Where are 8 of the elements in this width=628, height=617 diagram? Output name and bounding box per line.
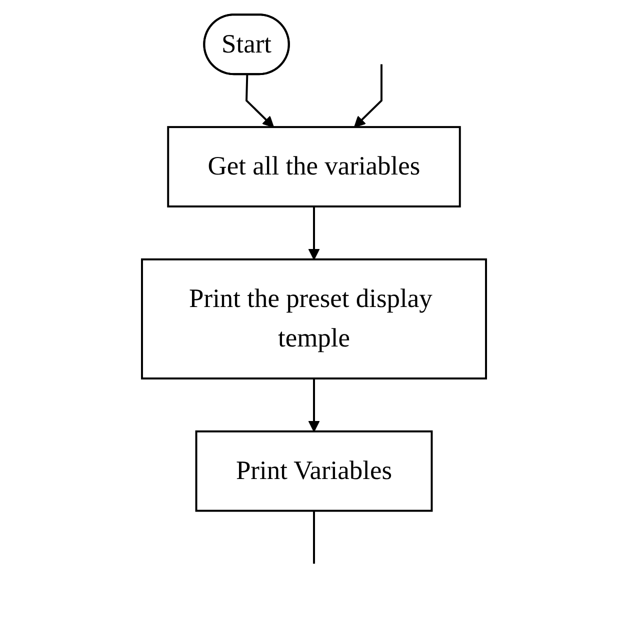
- arrow: [354, 64, 382, 128]
- arrow: [308, 378, 320, 432]
- node-box: Print the preset display temple: [141, 258, 487, 379]
- node-box: Get all the variables: [167, 126, 461, 207]
- arrow: [308, 206, 320, 260]
- node-box: Print Variables: [195, 430, 433, 512]
- connector: [313, 510, 315, 564]
- arrow: [246, 74, 274, 128]
